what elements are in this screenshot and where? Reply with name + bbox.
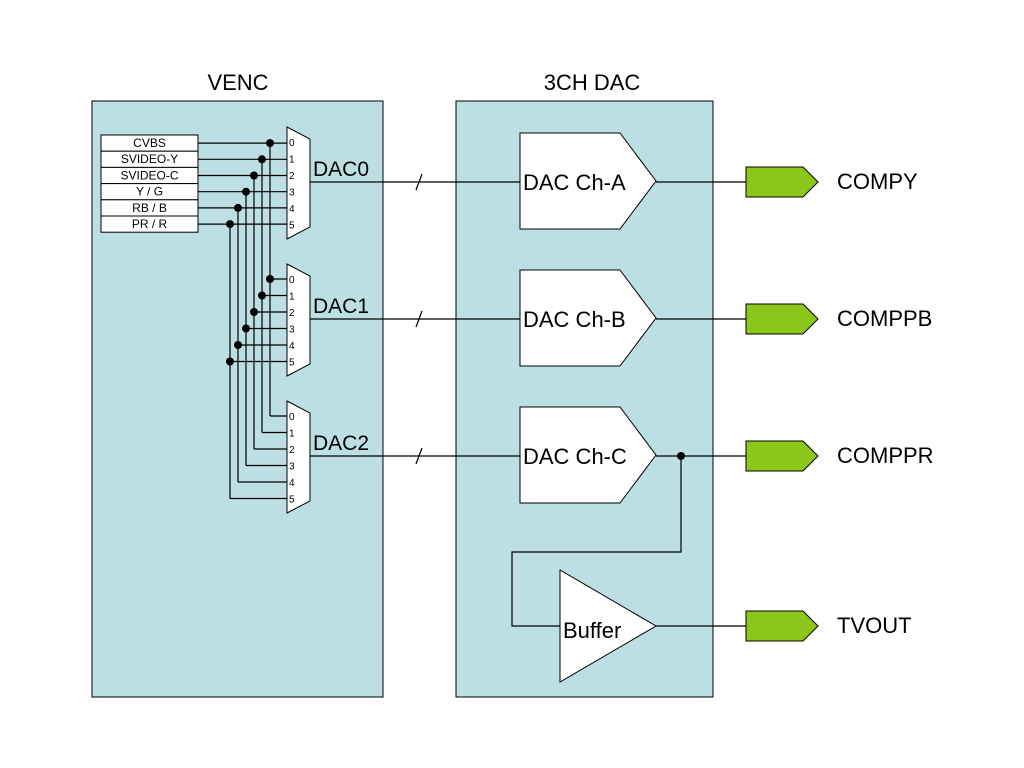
output-label-2: COMPPR [837,443,934,468]
dac-channel-2 [519,406,657,504]
buffer-label: Buffer [563,618,621,643]
mux-input-number: 2 [289,308,295,319]
mux-input-number: 0 [289,275,295,286]
output-connector-2 [745,440,819,472]
output-connector-0 [745,166,819,198]
mux-input-number: 5 [289,358,295,369]
junction-dot [266,275,274,283]
junction-dot [242,187,250,196]
mux-2 [286,400,311,514]
signal-label: Y / G [136,185,163,199]
signal-label: PR / R [132,217,168,231]
junction-dot [242,324,250,333]
mux-input-number: 2 [289,445,295,456]
mux-input-number: 3 [289,325,295,336]
mux-input-number: 3 [289,462,295,473]
junction-dot [226,357,234,366]
mux-input-number: 5 [289,221,295,232]
mux-input-number: 1 [289,292,295,303]
mux-input-number: 4 [289,478,295,489]
output-connector-1 [745,303,819,335]
buffer-feed-wire [511,456,682,627]
dac-channel-0 [519,132,657,230]
mux-label-1: DAC1 [313,295,369,318]
mux-input-number: 0 [289,138,295,149]
signal-label: SVIDEO-C [120,168,178,182]
junction-dot [250,308,258,316]
dac-channel-label-1: DAC Ch-B [523,307,626,332]
mux-1 [286,263,311,377]
signal-label: SVIDEO-Y [121,152,178,166]
junction-dot [258,291,266,300]
signal-label: CVBS [133,136,166,150]
venc-title: VENC [207,70,268,95]
bus-slash [415,310,423,328]
dac-channel-label-2: DAC Ch-C [523,444,627,469]
output-connector-3 [745,610,819,642]
mux-input-number: 4 [289,204,295,215]
mux-input-number: 4 [289,341,295,352]
mux-input-number: 1 [289,155,295,166]
junction-dot [266,139,274,148]
mux-input-number: 1 [289,429,295,440]
junction-dot [234,341,242,349]
dac-channel-label-0: DAC Ch-A [523,170,626,195]
mux-input-number: 2 [289,171,295,182]
bus-slash [415,173,423,191]
mux-0 [286,126,311,240]
signal-label: RB / B [132,201,167,215]
output-label-1: COMPPB [837,306,932,331]
bus-slash [415,447,423,465]
mux-label-2: DAC2 [313,432,369,455]
dac-3ch-title: 3CH DAC [544,70,641,95]
mux-input-number: 0 [289,412,295,423]
junction-dot [234,203,242,212]
dac-channel-1 [519,269,657,367]
junction-dot [258,155,266,164]
junction-dot [250,171,258,180]
junction-dot [226,220,234,229]
output-label-0: COMPY [837,169,918,194]
mux-input-number: 3 [289,188,295,199]
output-label-3: TVOUT [837,613,912,638]
mux-input-number: 5 [289,495,295,506]
mux-label-0: DAC0 [313,158,369,181]
